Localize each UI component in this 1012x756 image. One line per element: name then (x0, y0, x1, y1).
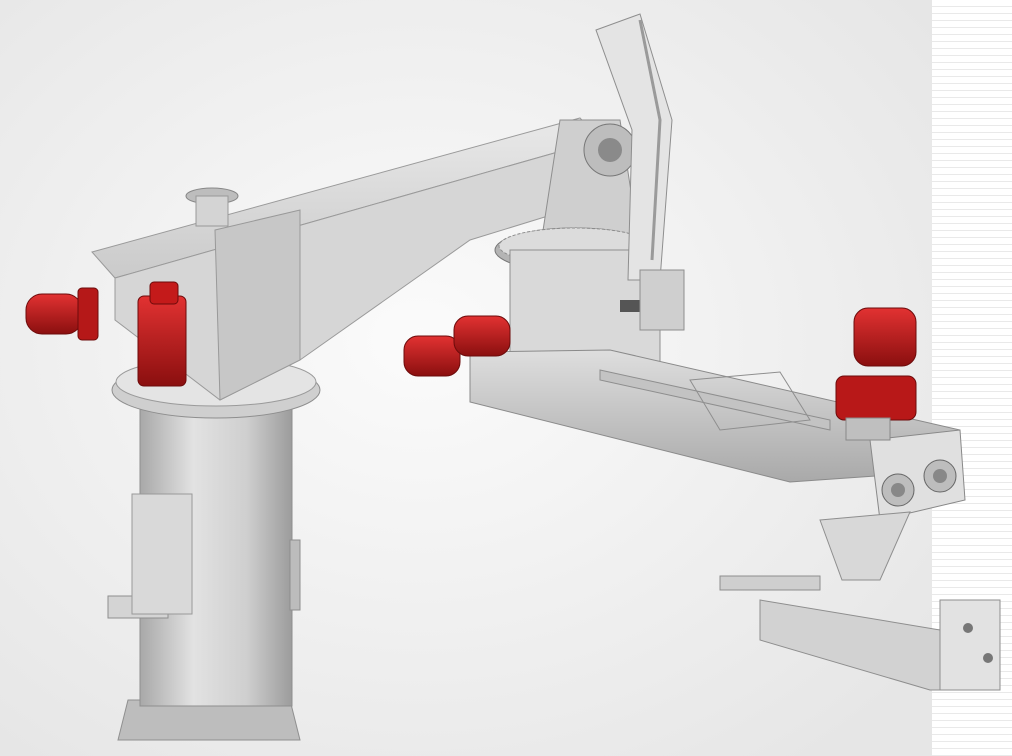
outlet-hopper (719, 511, 1001, 691)
discharge-chute (595, 13, 685, 331)
mixing-trough (469, 349, 966, 521)
support-column (107, 357, 321, 741)
left-end-motor (25, 287, 99, 341)
trough-inlet-motors (403, 315, 511, 377)
boom-arm (91, 117, 601, 401)
trough-end-motor (835, 307, 917, 441)
column-gearbox-motor (137, 281, 187, 387)
